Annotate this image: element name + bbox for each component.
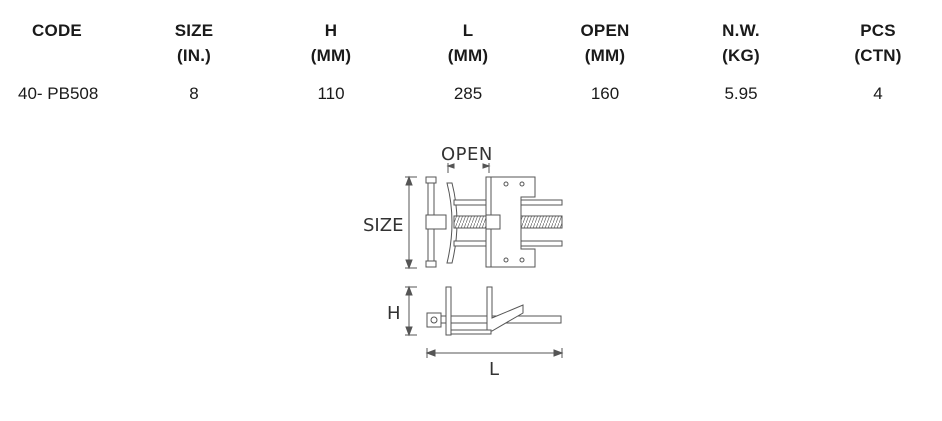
column-header-nw-label: N.W. <box>722 21 760 40</box>
vise-dimension-diagram: OPEN SIZE <box>363 144 564 380</box>
column-header-nw-unit: (KG) <box>722 46 760 65</box>
column-header-open-unit: (MM) <box>584 46 626 65</box>
l-dimension-line <box>425 348 564 358</box>
size-dimension-line <box>405 175 417 270</box>
column-header-open-label: OPEN <box>580 21 630 40</box>
column-header-open: OPEN (MM) <box>581 18 630 68</box>
column-header-size-unit: (IN.) <box>176 46 212 65</box>
vise-top-view <box>425 176 563 268</box>
column-header-nw: N.W. (KG) <box>722 18 760 68</box>
cell-nw: 5.95 <box>724 84 758 103</box>
column-header-code: CODE <box>32 18 82 43</box>
column-header-code-label: CODE <box>32 21 82 40</box>
cell-size: 8 <box>189 84 199 103</box>
h-dimension-line <box>405 285 417 337</box>
cell-h: 110 <box>317 84 345 103</box>
l-label: L <box>489 359 499 380</box>
column-header-size-label: SIZE <box>174 21 214 40</box>
column-header-l-unit: (MM) <box>447 46 489 65</box>
h-label: H <box>387 303 401 324</box>
open-label: OPEN <box>441 144 493 165</box>
cell-open: 160 <box>590 84 620 103</box>
mounting-holes <box>503 181 525 263</box>
size-label: SIZE <box>363 215 403 236</box>
cell-pcs: 4 <box>873 84 883 103</box>
column-header-h-label: H <box>324 21 338 40</box>
vise-side-view <box>426 286 562 336</box>
column-header-pcs-label: PCS <box>860 21 896 40</box>
column-header-h: H (MM) <box>311 18 351 68</box>
cell-l: 285 <box>453 84 483 103</box>
column-header-pcs: PCS (CTN) <box>854 18 901 68</box>
column-header-size: SIZE (IN.) <box>175 18 214 68</box>
column-header-l-label: L <box>462 21 474 40</box>
column-header-pcs-unit: (CTN) <box>854 46 902 65</box>
column-header-l: L (MM) <box>448 18 488 68</box>
column-header-h-unit: (MM) <box>310 46 352 65</box>
cell-code: 40- PB508 <box>18 84 99 103</box>
open-dimension-markers <box>446 163 491 173</box>
